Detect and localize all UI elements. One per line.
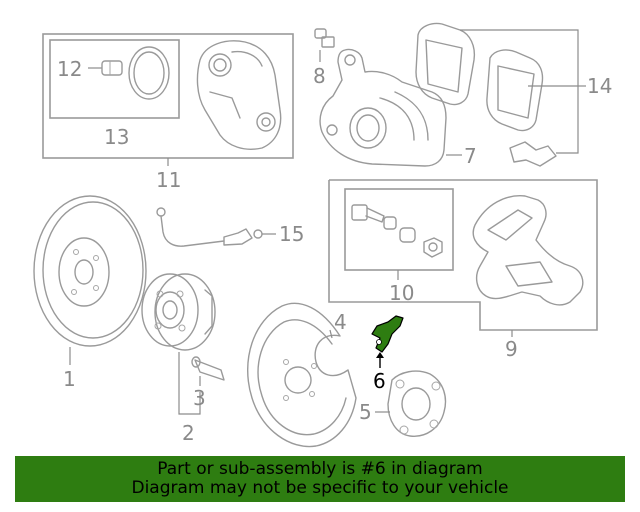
- callout-12[interactable]: 12: [57, 57, 82, 81]
- part-caliper-housing[interactable]: [196, 40, 282, 150]
- banner-line-2: Diagram may not be specific to your vehi…: [131, 478, 509, 498]
- callout-3[interactable]: 3: [193, 386, 206, 410]
- callout-5[interactable]: 5: [359, 400, 372, 424]
- part-15-hose[interactable]: [156, 207, 276, 247]
- group-box-9: [328, 179, 598, 337]
- callout-14[interactable]: 14: [587, 74, 612, 98]
- callout-10[interactable]: 10: [389, 281, 414, 305]
- callout-6[interactable]: 6: [373, 369, 386, 393]
- part-3-stud[interactable]: [191, 356, 225, 386]
- callout-13[interactable]: 13: [104, 125, 129, 149]
- callout-7[interactable]: 7: [464, 144, 477, 168]
- vehicle-fit-banner: Part or sub-assembly is #6 in diagram Di…: [15, 456, 625, 502]
- part-4-shield[interactable]: [247, 302, 357, 448]
- part-9-bracket[interactable]: [472, 195, 584, 306]
- part-2-hub[interactable]: [141, 273, 216, 415]
- part-8-bolt[interactable]: [314, 28, 335, 62]
- part-13-seal[interactable]: [128, 46, 170, 100]
- part-10-guide-pin-kit[interactable]: [351, 204, 443, 258]
- part-5-adapter[interactable]: [375, 370, 447, 437]
- parts-diagram: 12 13 11 8 7 14 15 10 9 4 6 1 3 2 5: [33, 22, 612, 448]
- part-7-caliper[interactable]: [319, 48, 462, 167]
- callout-15[interactable]: 15: [279, 222, 304, 246]
- group-box-11: [42, 33, 294, 166]
- banner-line-1: Part or sub-assembly is #6 in diagram: [157, 459, 483, 479]
- part-14-pads[interactable]: [415, 22, 586, 167]
- callout-9[interactable]: 9: [505, 337, 518, 361]
- part-6-highlighted[interactable]: [371, 315, 404, 368]
- part-12-plug[interactable]: [88, 60, 123, 76]
- callout-4[interactable]: 4: [334, 310, 347, 334]
- callout-11[interactable]: 11: [156, 168, 181, 192]
- callout-8[interactable]: 8: [313, 64, 326, 88]
- callout-2[interactable]: 2: [182, 421, 195, 445]
- callout-1[interactable]: 1: [63, 367, 76, 391]
- part-1-rotor[interactable]: [33, 195, 147, 365]
